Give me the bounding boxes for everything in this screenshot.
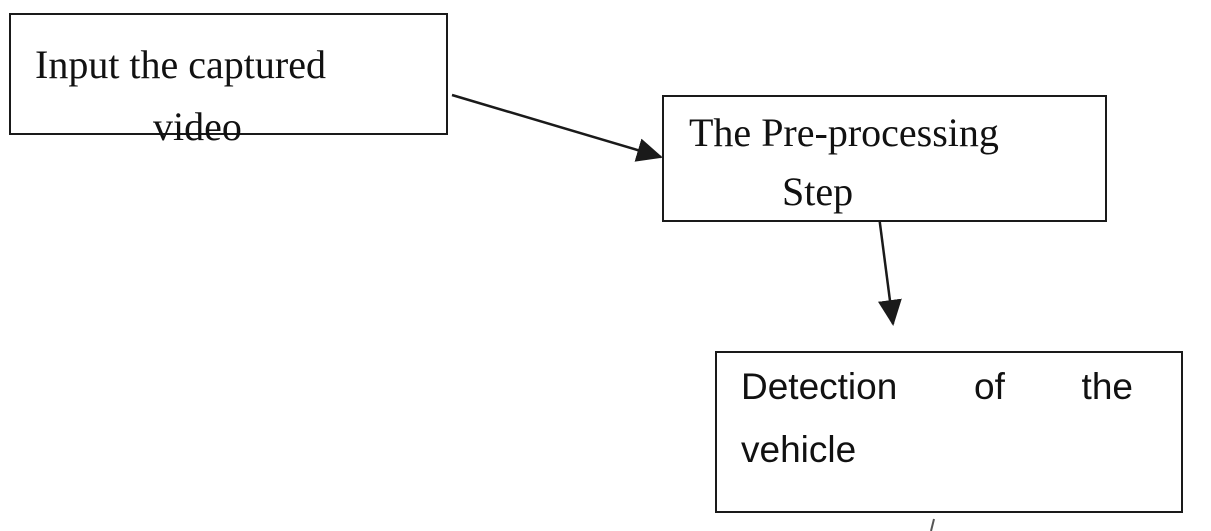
node-detection-word-1: Detection [741,366,898,407]
node-vehicle-detection: Detection of the vehicle [715,351,1183,513]
arrow-stub-bottom [930,518,935,531]
node-detection-word-2: of [974,366,1005,407]
node-preprocessing-label-line1: The Pre-processing [689,110,999,155]
arrow-input-to-preprocessing [451,93,663,162]
node-input-label-line2: video [153,104,242,149]
node-detection-label-line2: vehicle [741,429,857,470]
node-input-captured-video: Input the captured video [9,13,448,147]
node-preprocessing-step: The Pre-processing Step [662,95,1107,222]
arrow-preprocessing-to-detection [877,215,902,326]
node-preprocessing-label-line2: Step [782,169,854,214]
node-detection-word-3: the [1081,366,1133,407]
node-input-label-line1: Input the captured [35,42,326,87]
node-detection-label-line1: Detection of the [741,368,1133,405]
